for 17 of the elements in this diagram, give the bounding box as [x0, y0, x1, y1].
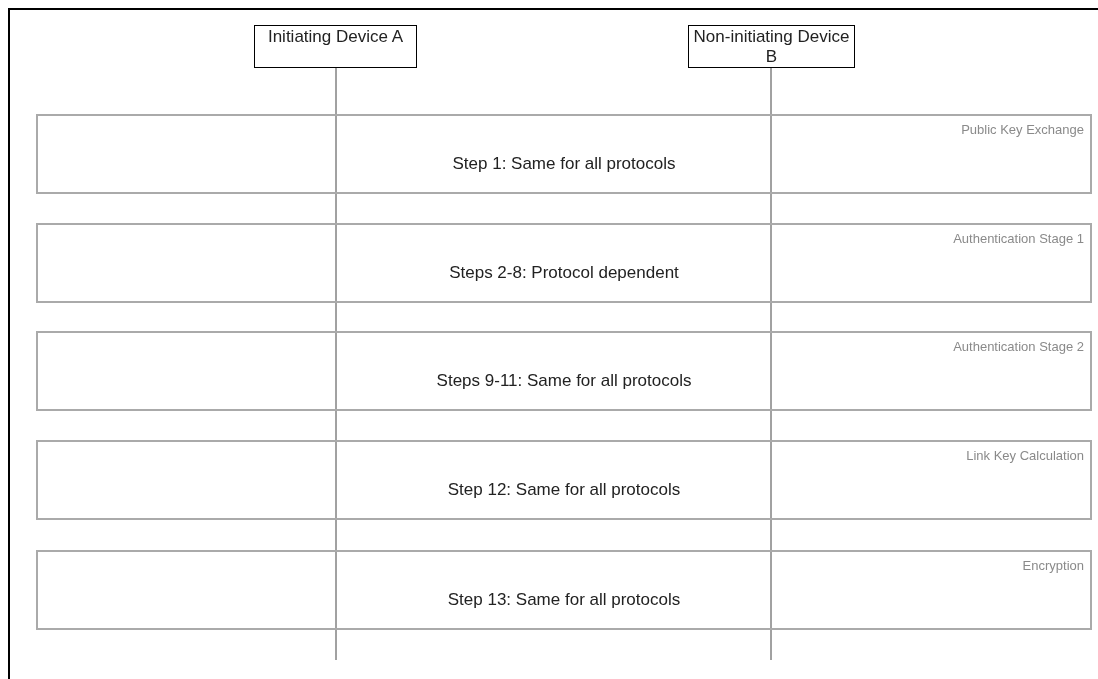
step-text: Step 12: Same for all protocols — [447, 480, 681, 500]
step-text: Steps 9-11: Same for all protocols — [436, 371, 692, 391]
stage-title: Encryption — [1022, 558, 1084, 573]
step-text: Step 13: Same for all protocols — [447, 590, 681, 610]
stage-title: Authentication Stage 1 — [953, 231, 1084, 246]
stage-title: Authentication Stage 2 — [953, 339, 1084, 354]
step-text: Steps 2-8: Protocol dependent — [449, 263, 679, 283]
stage-band — [36, 440, 1092, 520]
stage-band — [36, 550, 1092, 630]
participant-box: Non-initiating Device B — [688, 25, 855, 68]
stage-title: Link Key Calculation — [966, 448, 1084, 463]
step-text: Step 1: Same for all protocols — [452, 154, 676, 174]
stage-band — [36, 331, 1092, 411]
participant-box: Initiating Device A — [254, 25, 417, 68]
stage-title: Public Key Exchange — [961, 122, 1084, 137]
stage-band — [36, 114, 1092, 194]
stage-band — [36, 223, 1092, 303]
